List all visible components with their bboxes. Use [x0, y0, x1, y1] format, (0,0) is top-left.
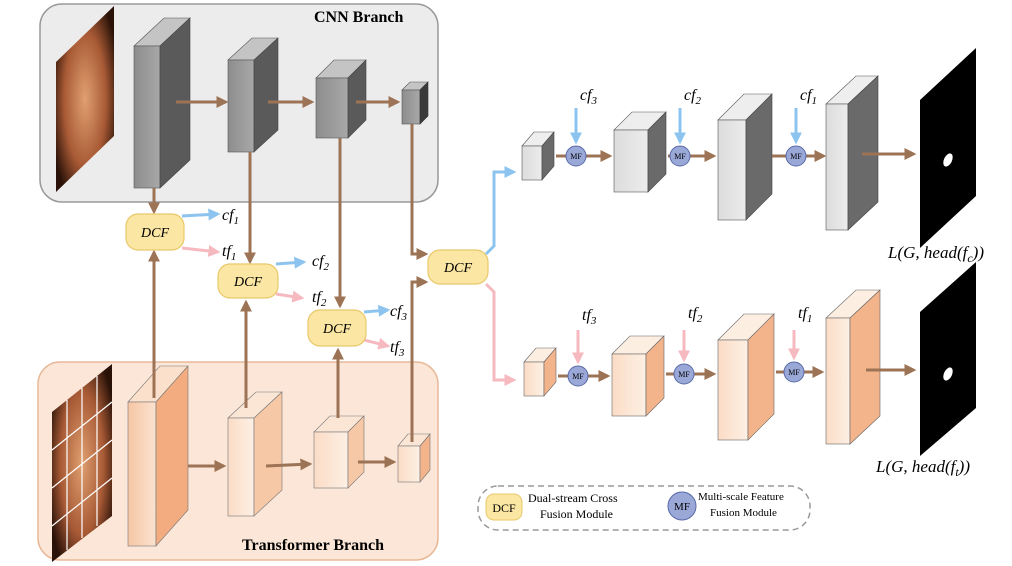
cnn-feature-4: [401, 81, 429, 125]
legend-mf-line1: Multi-scale Feature: [698, 491, 784, 503]
svg-text:cf1: cf1: [800, 87, 817, 107]
label-cf3-left: cf3: [390, 303, 408, 323]
legend-dcf-line2: Fusion Module: [540, 507, 613, 521]
label-tf1-bottom: tf1: [798, 305, 812, 325]
svg-text:tf2: tf2: [312, 289, 327, 309]
mf-bottom-3: MF: [783, 361, 805, 383]
svg-text:cf2: cf2: [684, 87, 702, 107]
label-tf2-left: tf2: [312, 289, 327, 309]
cnn-branch-title: CNN Branch: [314, 9, 403, 26]
label-cf3-top: cf3: [580, 87, 598, 107]
mf-top-2: MF: [669, 145, 691, 167]
tr-decoder-cube-3: [717, 313, 775, 441]
cnn4-to-dcf4: [410, 124, 429, 260]
legend-mf-line2: Fusion Module: [710, 507, 777, 519]
transformer-branch-title: Transformer Branch: [242, 537, 384, 554]
dcf-module-1: DCF: [125, 213, 185, 251]
dcf-label-2: DCF: [233, 275, 262, 290]
cnn-input-image: [56, 6, 114, 192]
loss-cnn: L(G, head(fc)): [887, 243, 984, 265]
dcf-module-3: DCF: [307, 309, 367, 347]
cf1-arrow: [181, 208, 221, 221]
svg-text:MF: MF: [788, 368, 800, 377]
svg-text:MF: MF: [674, 501, 690, 513]
legend-dcf-symbol: [485, 493, 523, 521]
transformer-feature-4: [397, 433, 431, 483]
tr-decoder-cube-1: [523, 347, 557, 397]
svg-text:cf2: cf2: [312, 253, 330, 273]
cf2-arrow: [275, 256, 307, 269]
mf-top-1: MF: [565, 145, 587, 167]
loss-transformer: L(G, head(ft)): [875, 457, 970, 479]
svg-text:cf1: cf1: [222, 207, 239, 227]
tr-arrow-2: [265, 458, 313, 471]
tf2-arrow: [275, 290, 305, 303]
label-cf1-left: cf1: [222, 207, 239, 227]
tr-decoder-cube-4: [825, 289, 881, 445]
dcf4-to-cnn-decoder: [484, 166, 517, 256]
svg-text:tf3: tf3: [582, 307, 597, 327]
cnn-decoder-cube-2: [613, 111, 667, 193]
svg-text:MF: MF: [570, 152, 582, 161]
label-tf1-left: tf1: [222, 243, 236, 263]
tf1-arrow: [181, 244, 221, 257]
label-cf2-top: cf2: [684, 87, 702, 107]
svg-text:MF: MF: [790, 152, 802, 161]
svg-text:cf3: cf3: [580, 87, 598, 107]
label-tf3-bottom: tf3: [582, 307, 597, 327]
dcf-label-1: DCF: [140, 226, 169, 241]
svg-text:MF: MF: [678, 370, 690, 379]
transformer-output-mask: [920, 262, 976, 456]
cnn-decoder-cube-1: [521, 131, 555, 181]
dcf-label-3: DCF: [322, 322, 351, 337]
cf3-arrow: [363, 304, 391, 317]
legend: DCF Dual-stream Cross Fusion Module MF M…: [477, 485, 811, 531]
svg-text:DCF: DCF: [492, 501, 516, 515]
svg-text:tf3: tf3: [390, 339, 405, 359]
mf-bottom-1: MF: [567, 365, 589, 387]
cnn-feature-1: [133, 17, 191, 189]
svg-text:cf3: cf3: [390, 303, 408, 323]
svg-text:tf1: tf1: [798, 305, 812, 325]
dcf-module-4: DCF: [427, 249, 489, 285]
tr4-to-dcf4: [410, 276, 429, 442]
label-tf3-left: tf3: [390, 339, 405, 359]
tr-decoder-cube-2: [611, 335, 665, 417]
legend-dcf-line1: Dual-stream Cross: [528, 491, 618, 505]
dcf4-to-tr-decoder: [484, 282, 517, 386]
svg-text:tf2: tf2: [688, 305, 703, 325]
transformer-feature-1: [127, 365, 189, 547]
mf-top-3: MF: [785, 145, 807, 167]
transformer-feature-2: [227, 391, 283, 517]
label-cf1-top: cf1: [800, 87, 817, 107]
dcf-module-2: DCF: [217, 263, 279, 299]
cnn-feature-2: [227, 37, 279, 153]
svg-text:tf1: tf1: [222, 243, 236, 263]
legend-mf-symbol: [667, 491, 697, 521]
label-tf2-bottom: tf2: [688, 305, 703, 325]
cnn-decoder-cube-3: [717, 93, 773, 221]
transformer-input-image: [51, 364, 113, 562]
cnn-output-mask: [920, 48, 976, 248]
svg-text:MF: MF: [674, 152, 686, 161]
svg-text:MF: MF: [572, 372, 584, 381]
tf3-arrow: [363, 337, 391, 350]
label-cf2-left: cf2: [312, 253, 330, 273]
mf-bottom-2: MF: [673, 363, 695, 385]
dcf-label-4: DCF: [443, 261, 472, 276]
cnn-feature-3: [315, 59, 367, 139]
transformer-feature-3: [313, 415, 365, 489]
